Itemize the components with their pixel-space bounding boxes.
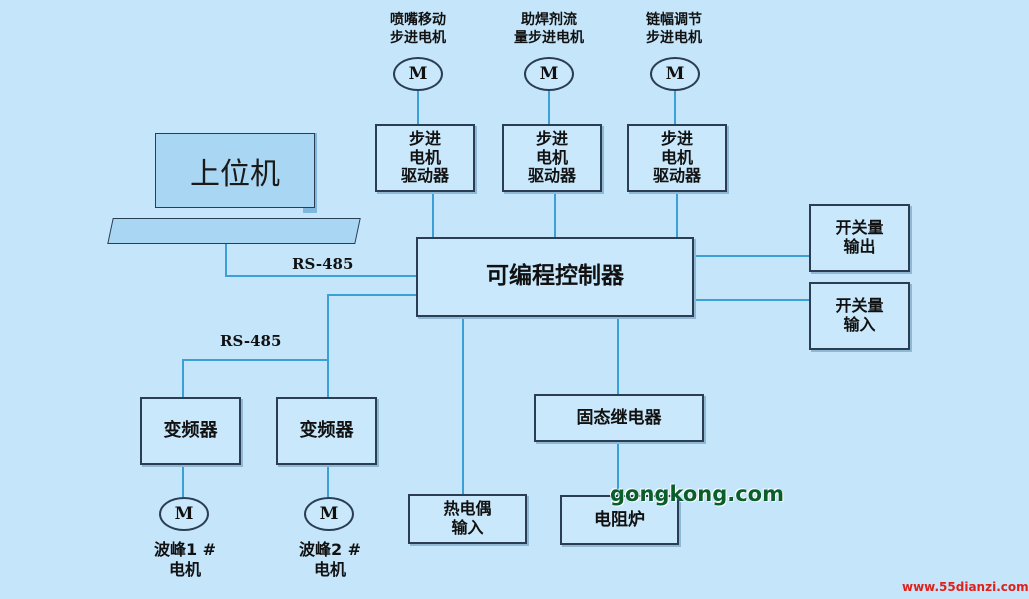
wave-motor-label-line1: 波峰2 #	[298, 540, 362, 559]
thermocouple-line2: 输入	[451, 518, 484, 537]
stepper-motor-3: M	[650, 57, 700, 91]
driver-line2: 电机	[535, 147, 568, 167]
stepper-driver-1: 步进 电机 驱动器	[375, 124, 475, 192]
wave-motor-label-line2: 电机	[313, 560, 346, 579]
motor-label-line2: 步进电机	[390, 29, 446, 46]
driver-line1: 步进	[535, 128, 568, 148]
stepper-motor-1: M	[393, 57, 443, 91]
switch-input-box: 开关量 输入	[809, 282, 910, 350]
driver-line1: 步进	[408, 128, 441, 148]
driver-line1: 步进	[660, 128, 693, 148]
solid-state-relay-box: 固态继电器	[534, 394, 704, 442]
stepper-driver-3: 步进 电机 驱动器	[627, 124, 727, 192]
motor-label-line2: 量步进电机	[514, 29, 584, 46]
watermark-55dianzi: www.55dianzi.com	[902, 580, 1029, 594]
inverter-1: 变频器	[140, 397, 241, 465]
motor-label-line1: 链幅调节	[646, 12, 702, 28]
driver-line3: 驱动器	[400, 166, 449, 186]
inverter-label: 变频器	[299, 420, 354, 442]
wave-motor-1-label: 波峰1 # 电机	[130, 540, 240, 580]
watermark-gongkong: gongkong.com	[610, 482, 784, 506]
driver-line3: 驱动器	[527, 166, 576, 186]
switch-output-line1: 开关量	[835, 218, 884, 238]
host-pc-label: 上位机	[190, 156, 280, 192]
host-pc: 上位机	[155, 133, 315, 208]
wave-motor-2-label: 波峰2 # 电机	[275, 540, 385, 580]
inverter-2: 变频器	[276, 397, 377, 465]
motor-label-line1: 喷嘴移动	[390, 12, 446, 28]
stepper-driver-2: 步进 电机 驱动器	[502, 124, 602, 192]
resistance-furnace-box: 电阻炉	[560, 495, 679, 545]
plc-controller: 可编程控制器	[416, 237, 694, 317]
switch-output-box: 开关量 输出	[809, 204, 910, 272]
motor-label-flux: 助焊剂流 量步进电机	[494, 12, 604, 47]
rs485-label-left: RS-485	[220, 332, 282, 350]
driver-line2: 电机	[408, 147, 441, 167]
wave-motor-2: M	[304, 497, 354, 531]
wave-motor-label-line1: 波峰1 #	[153, 540, 217, 559]
switch-output-line2: 输出	[843, 237, 876, 256]
motor-label-line1: 助焊剂流	[521, 12, 577, 28]
motor-label-chain: 链幅调节 步进电机	[622, 12, 726, 47]
plc-label: 可编程控制器	[486, 263, 624, 290]
switch-input-line1: 开关量	[835, 296, 884, 316]
driver-line2: 电机	[660, 147, 693, 167]
wave-motor-label-line2: 电机	[168, 560, 201, 579]
driver-line3: 驱动器	[652, 166, 701, 186]
stepper-motor-2: M	[524, 57, 574, 91]
wave-motor-1: M	[159, 497, 209, 531]
switch-input-line2: 输入	[843, 315, 876, 334]
furnace-label: 电阻炉	[594, 509, 645, 530]
motor-label-nozzle: 喷嘴移动 步进电机	[366, 12, 470, 47]
host-pc-base	[107, 218, 361, 244]
inverter-label: 变频器	[163, 420, 218, 442]
wire-plc-inverter2	[327, 294, 417, 398]
thermocouple-line1: 热电偶	[443, 499, 492, 519]
ssr-label: 固态继电器	[576, 407, 662, 428]
rs485-label-top: RS-485	[292, 255, 354, 273]
wire-pc-plc	[225, 244, 417, 277]
motor-label-line2: 步进电机	[646, 29, 702, 46]
thermocouple-input-box: 热电偶 输入	[408, 494, 527, 544]
wire-bus-inverter1	[182, 359, 328, 398]
